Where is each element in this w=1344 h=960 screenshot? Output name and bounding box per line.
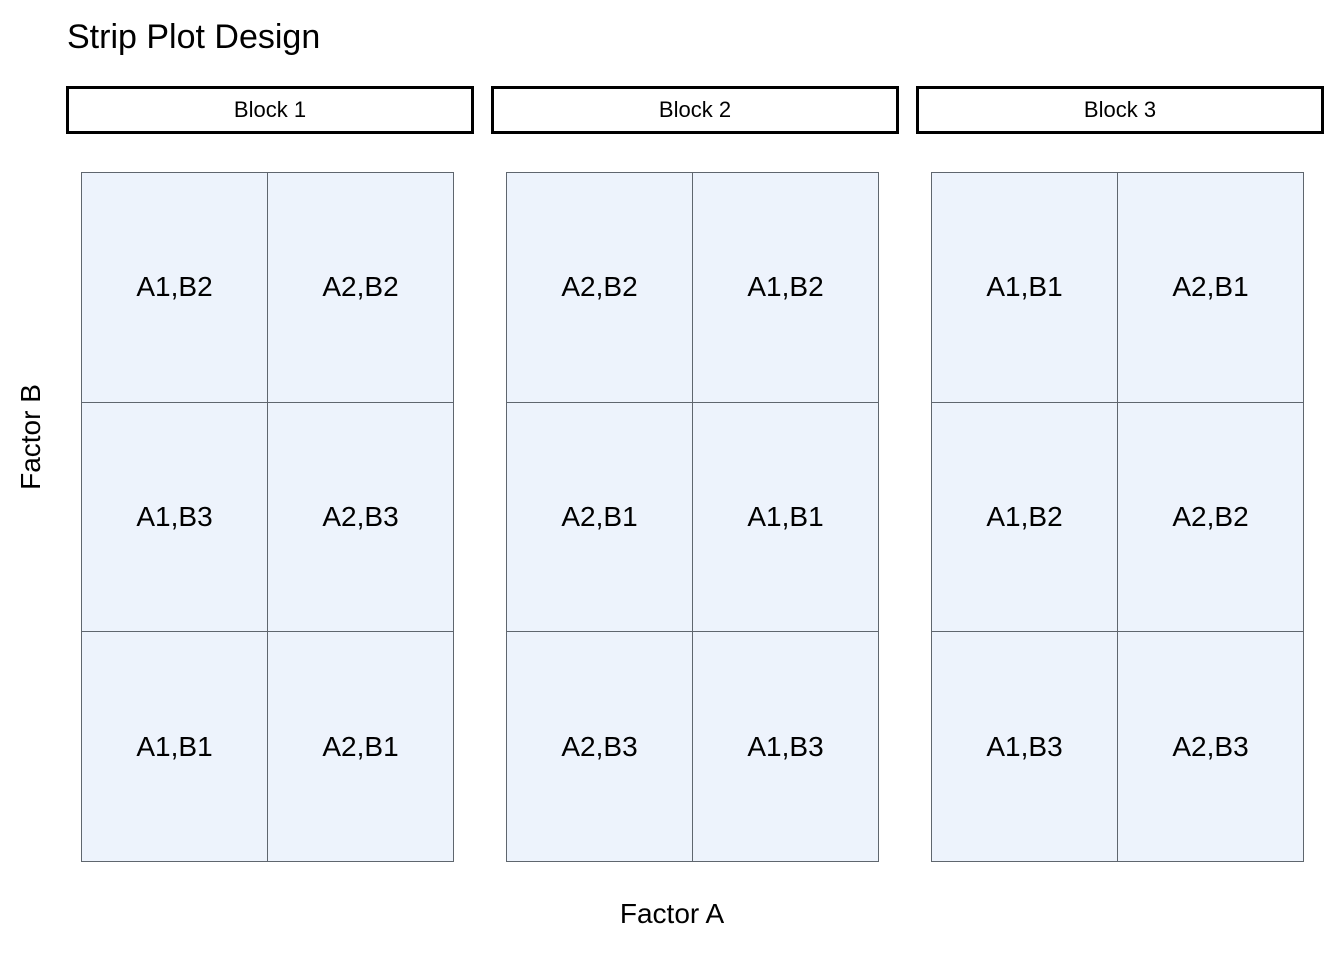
y-axis-label: Factor B: [0, 0, 62, 960]
plot-grid-block-2: A2,B2 A1,B2 A2,B1 A1,B1 A2,B3 A1: [506, 172, 879, 862]
plot-row: A1,B2 A2,B2: [82, 173, 453, 403]
plot-cell[interactable]: A2,B1: [1118, 173, 1303, 402]
plot-cell[interactable]: A1,B3: [82, 402, 268, 632]
plot-row: A2,B3 A1,B3: [507, 632, 878, 862]
plot-cell-label: A2,B3: [322, 501, 399, 532]
plot-cell[interactable]: A2,B1: [268, 632, 453, 862]
plot-cell-label: A2,B1: [561, 501, 638, 532]
plot-cell-label: A2,B1: [322, 730, 399, 762]
plot-cell-label: A2,B2: [561, 271, 638, 303]
plot-cell[interactable]: A1,B2: [932, 402, 1118, 632]
plot-cell[interactable]: A2,B3: [268, 402, 453, 632]
plot-cell-label: A2,B3: [561, 730, 638, 762]
plot-cell-label: A1,B3: [747, 730, 824, 762]
plot-grid-block-3: A1,B1 A2,B1 A1,B2 A2,B2 A1,B3 A2: [931, 172, 1304, 862]
plot-cell[interactable]: A2,B2: [1118, 402, 1303, 632]
x-axis-label: Factor A: [619, 898, 725, 929]
plot-cell-label: A1,B3: [986, 730, 1063, 762]
plot-cell[interactable]: A1,B3: [932, 632, 1118, 862]
plot-cell[interactable]: A2,B2: [268, 173, 453, 402]
plot-cell[interactable]: A2,B1: [507, 402, 693, 632]
block-header-label-3: Block 3: [1083, 97, 1157, 122]
plot-cell-label: A1,B2: [136, 271, 213, 303]
block-header-3: Block 3: [916, 86, 1324, 134]
block-header-label-2: Block 2: [658, 97, 732, 122]
block-header-label-1: Block 1: [233, 97, 307, 122]
plot-cell-label: A1,B1: [136, 730, 213, 762]
plot-row: A1,B3 A2,B3: [82, 402, 453, 633]
plot-cell-label: A1,B1: [747, 501, 824, 532]
plot-cell[interactable]: A1,B2: [693, 173, 878, 402]
plot-cell[interactable]: A1,B2: [82, 173, 268, 402]
plot-cell[interactable]: A2,B2: [507, 173, 693, 402]
plot-cell[interactable]: A1,B3: [693, 632, 878, 862]
plot-cell[interactable]: A1,B1: [693, 402, 878, 632]
plot-cell-label: A1,B1: [986, 271, 1063, 303]
plot-row: A1,B2 A2,B2: [932, 402, 1303, 633]
y-axis-label-text: Factor B: [15, 384, 46, 490]
plot-cell-label: A2,B1: [1172, 271, 1249, 303]
plot-cell-label: A2,B2: [322, 271, 399, 303]
plot-grid-block-1: A1,B2 A2,B2 A1,B3 A2,B3 A1,B1 A2: [81, 172, 454, 862]
plot-cell-label: A1,B2: [747, 271, 824, 303]
plot-cell[interactable]: A2,B3: [1118, 632, 1303, 862]
plot-row: A2,B1 A1,B1: [507, 402, 878, 633]
plot-cell[interactable]: A1,B1: [82, 632, 268, 862]
plot-cell-label: A2,B2: [1172, 501, 1249, 532]
block-header-2: Block 2: [491, 86, 899, 134]
plot-row: A1,B1 A2,B1: [932, 173, 1303, 403]
plot-row: A2,B2 A1,B2: [507, 173, 878, 403]
plot-row: A1,B1 A2,B1: [82, 632, 453, 862]
plot-cell-label: A1,B3: [136, 501, 213, 532]
plot-cell[interactable]: A2,B3: [507, 632, 693, 862]
plot-cell-label: A2,B3: [1172, 730, 1249, 762]
page-title: Strip Plot Design: [67, 18, 321, 56]
plot-row: A1,B3 A2,B3: [932, 632, 1303, 862]
block-header-1: Block 1: [66, 86, 474, 134]
plot-cell-label: A1,B2: [986, 501, 1063, 532]
plot-cell[interactable]: A1,B1: [932, 173, 1118, 402]
